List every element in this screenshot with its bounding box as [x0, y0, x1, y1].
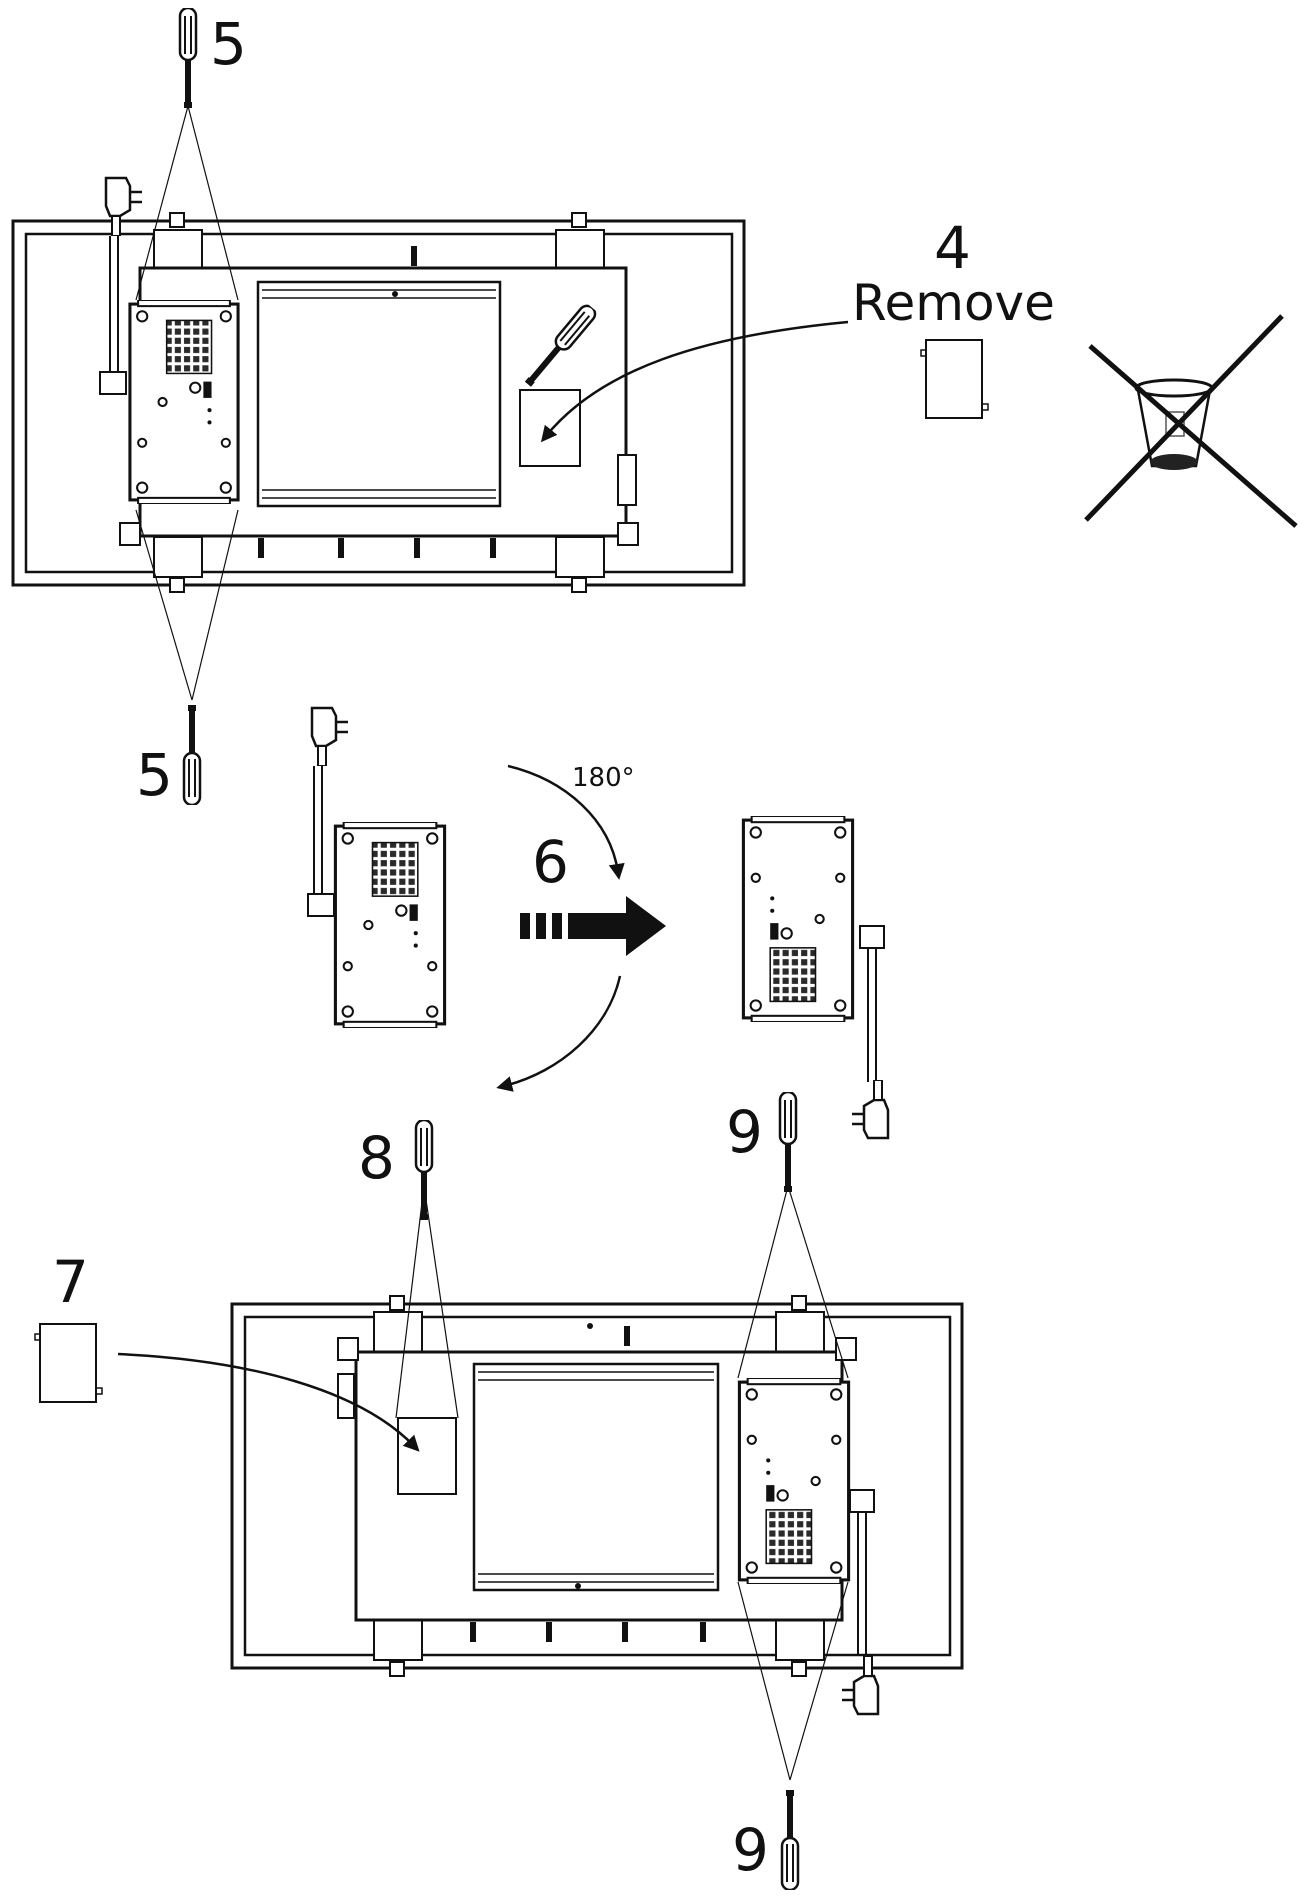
top-heater-assembly — [11, 176, 746, 593]
screwdriver-icon — [178, 8, 198, 108]
screwdriver-icon — [414, 1120, 434, 1220]
step-9-bottom-label: 9 — [732, 1816, 769, 1884]
crossed-out-wheelie-bin-icon — [1084, 314, 1298, 528]
screwdriver-icon — [778, 1092, 798, 1192]
bottom-heater-assembly — [230, 1295, 964, 1716]
remove-label: Remove — [852, 274, 1055, 332]
step-7-label: 7 — [52, 1248, 89, 1316]
rotation-arrow-bottom — [496, 975, 622, 1092]
step-9-top-label: 9 — [726, 1098, 763, 1166]
rotation-arrow-top — [507, 764, 625, 880]
rotation-angle-label: 180° — [572, 763, 635, 793]
remove-arrow — [540, 320, 849, 443]
screw-guide-lines-bottom — [395, 1185, 849, 1781]
screwdriver-icon — [780, 1790, 800, 1890]
removed-cover-plate — [920, 339, 989, 419]
install-arrow — [117, 1352, 420, 1452]
step-6-label: 6 — [532, 828, 569, 896]
screw-guide-lines-top — [135, 105, 239, 701]
dashed-right-arrow-icon — [520, 896, 666, 956]
step-5-top-label: 5 — [210, 10, 247, 78]
screwdriver-icon — [182, 705, 202, 805]
step-5-bottom-label: 5 — [136, 741, 173, 809]
new-cover-plate — [34, 1323, 103, 1403]
control-unit-after-rotation — [741, 816, 890, 1140]
step-4-label: 4 — [934, 214, 971, 282]
control-unit-before-rotation — [307, 706, 447, 1028]
step-8-label: 8 — [358, 1124, 395, 1192]
